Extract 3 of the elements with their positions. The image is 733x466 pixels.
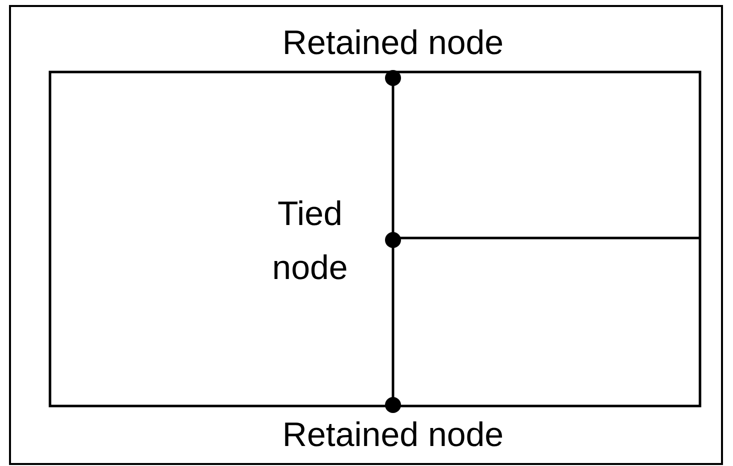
node-label: Retained node — [281, 23, 505, 64]
node-label: Retained node — [281, 415, 505, 456]
node-label: Tied node — [271, 194, 349, 289]
